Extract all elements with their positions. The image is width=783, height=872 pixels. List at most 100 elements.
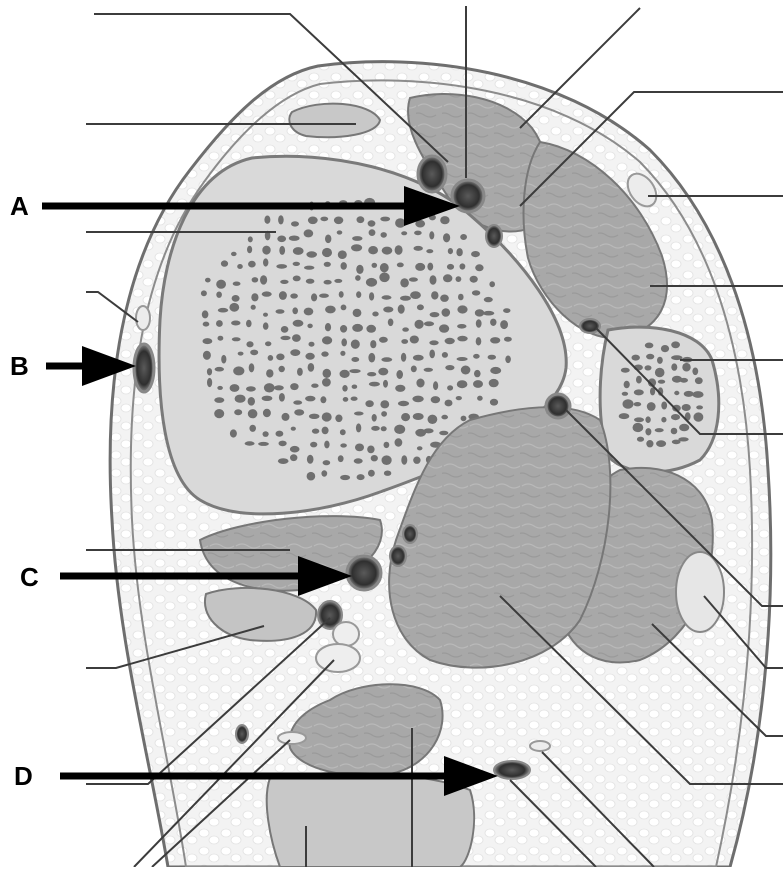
marrow-pore [401,413,410,421]
marrow-pore [311,384,318,388]
marrow-pore [388,319,394,327]
marrow-pore [338,250,347,259]
marrow-pore [424,368,433,372]
marrow-pore [443,274,452,282]
marrow-pore [291,427,296,431]
marrow-pore [457,336,467,342]
marrow-pore [340,475,350,480]
marrow-pore [369,229,376,236]
posterior-vein-1 [390,546,406,566]
marrow-pore [674,391,679,395]
marrow-pore [429,350,435,359]
marrow-pore [395,438,403,446]
marrow-pore [279,366,285,372]
marrow-pore [263,258,268,266]
peroneal-vessel-small [580,319,600,333]
superficial-muscle-top [289,104,380,138]
marrow-pore [323,460,331,465]
marrow-pore [483,311,494,316]
marrow-pore [279,441,287,447]
marrow-pore [305,353,314,360]
marrow-pore [293,276,301,282]
marrow-pore [276,309,285,314]
anterior-vein-1 [418,156,446,192]
marrow-pore [214,409,224,418]
marrow-pore [355,444,364,452]
marrow-pore [322,378,331,387]
marrow-pore [252,277,259,282]
marrow-pore [411,366,417,373]
marrow-pore [337,230,343,234]
marrow-pore [371,426,380,431]
marrow-pore [457,305,467,313]
arrow-label-a: A [10,193,29,219]
marrow-pore [265,341,271,346]
marrow-pore [351,357,359,362]
marrow-pore [692,391,703,398]
marrow-pore [378,368,388,376]
marrow-pore [205,278,211,283]
marrow-pore [382,295,392,299]
marrow-pore [471,251,480,257]
marrow-pore [321,351,328,356]
marrow-pore [447,385,453,390]
marrow-pore [384,471,391,476]
marrow-pore [307,472,316,481]
marrow-pore [324,262,331,267]
marrow-pore [417,446,423,450]
marrow-pore [338,455,344,462]
nerve-bundle-a [333,622,359,646]
marrow-pore [233,282,241,286]
marrow-pore [309,342,315,347]
marrow-pore [356,265,363,274]
marrow-pore [490,367,501,374]
marrow-pore [304,229,314,237]
marrow-pore [371,455,378,461]
marrow-pore [430,312,440,317]
tendon-oval [676,552,724,632]
marrow-pore [475,309,484,316]
marrow-pore [306,251,317,257]
marrow-pore [461,366,471,375]
marrow-pore [340,325,347,333]
marrow-pore [456,248,462,256]
marrow-pore [456,276,462,282]
marrow-pore [262,291,272,296]
marrow-pore [439,324,449,332]
marrow-pore [637,437,644,442]
marrow-pore [379,337,388,343]
marrow-pore [443,233,450,242]
marrow-pore [266,369,273,377]
marrow-pore [237,264,243,269]
marrow-pore [671,341,680,348]
marrow-pore [490,319,496,326]
marrow-pore [657,357,663,364]
marrow-pore [245,441,255,445]
marrow-pore [473,354,480,359]
marrow-pore [365,400,373,407]
marrow-pore [320,217,328,222]
marrow-pore [661,345,669,352]
marrow-pore [401,231,407,235]
marrow-pore [472,290,480,295]
arrow-label-c: C [20,564,39,590]
marrow-pore [401,353,406,362]
marrow-pore [381,357,392,362]
marrow-pore [458,294,464,301]
marrow-pore [292,334,301,342]
marrow-pore [372,263,378,268]
marrow-pore [339,291,344,298]
marrow-pore [309,414,320,419]
posterior-tibial-artery [347,556,381,590]
marrow-pore [381,426,387,431]
marrow-pore [334,279,342,283]
marrow-pore [394,425,405,434]
marrow-pore [368,220,376,226]
marrow-pore [633,423,644,432]
marrow-pore [341,338,347,346]
marrow-pore [214,397,224,403]
marrow-pore [489,379,499,387]
marrow-pore [248,409,258,418]
medial-sural-nerve [278,732,306,744]
